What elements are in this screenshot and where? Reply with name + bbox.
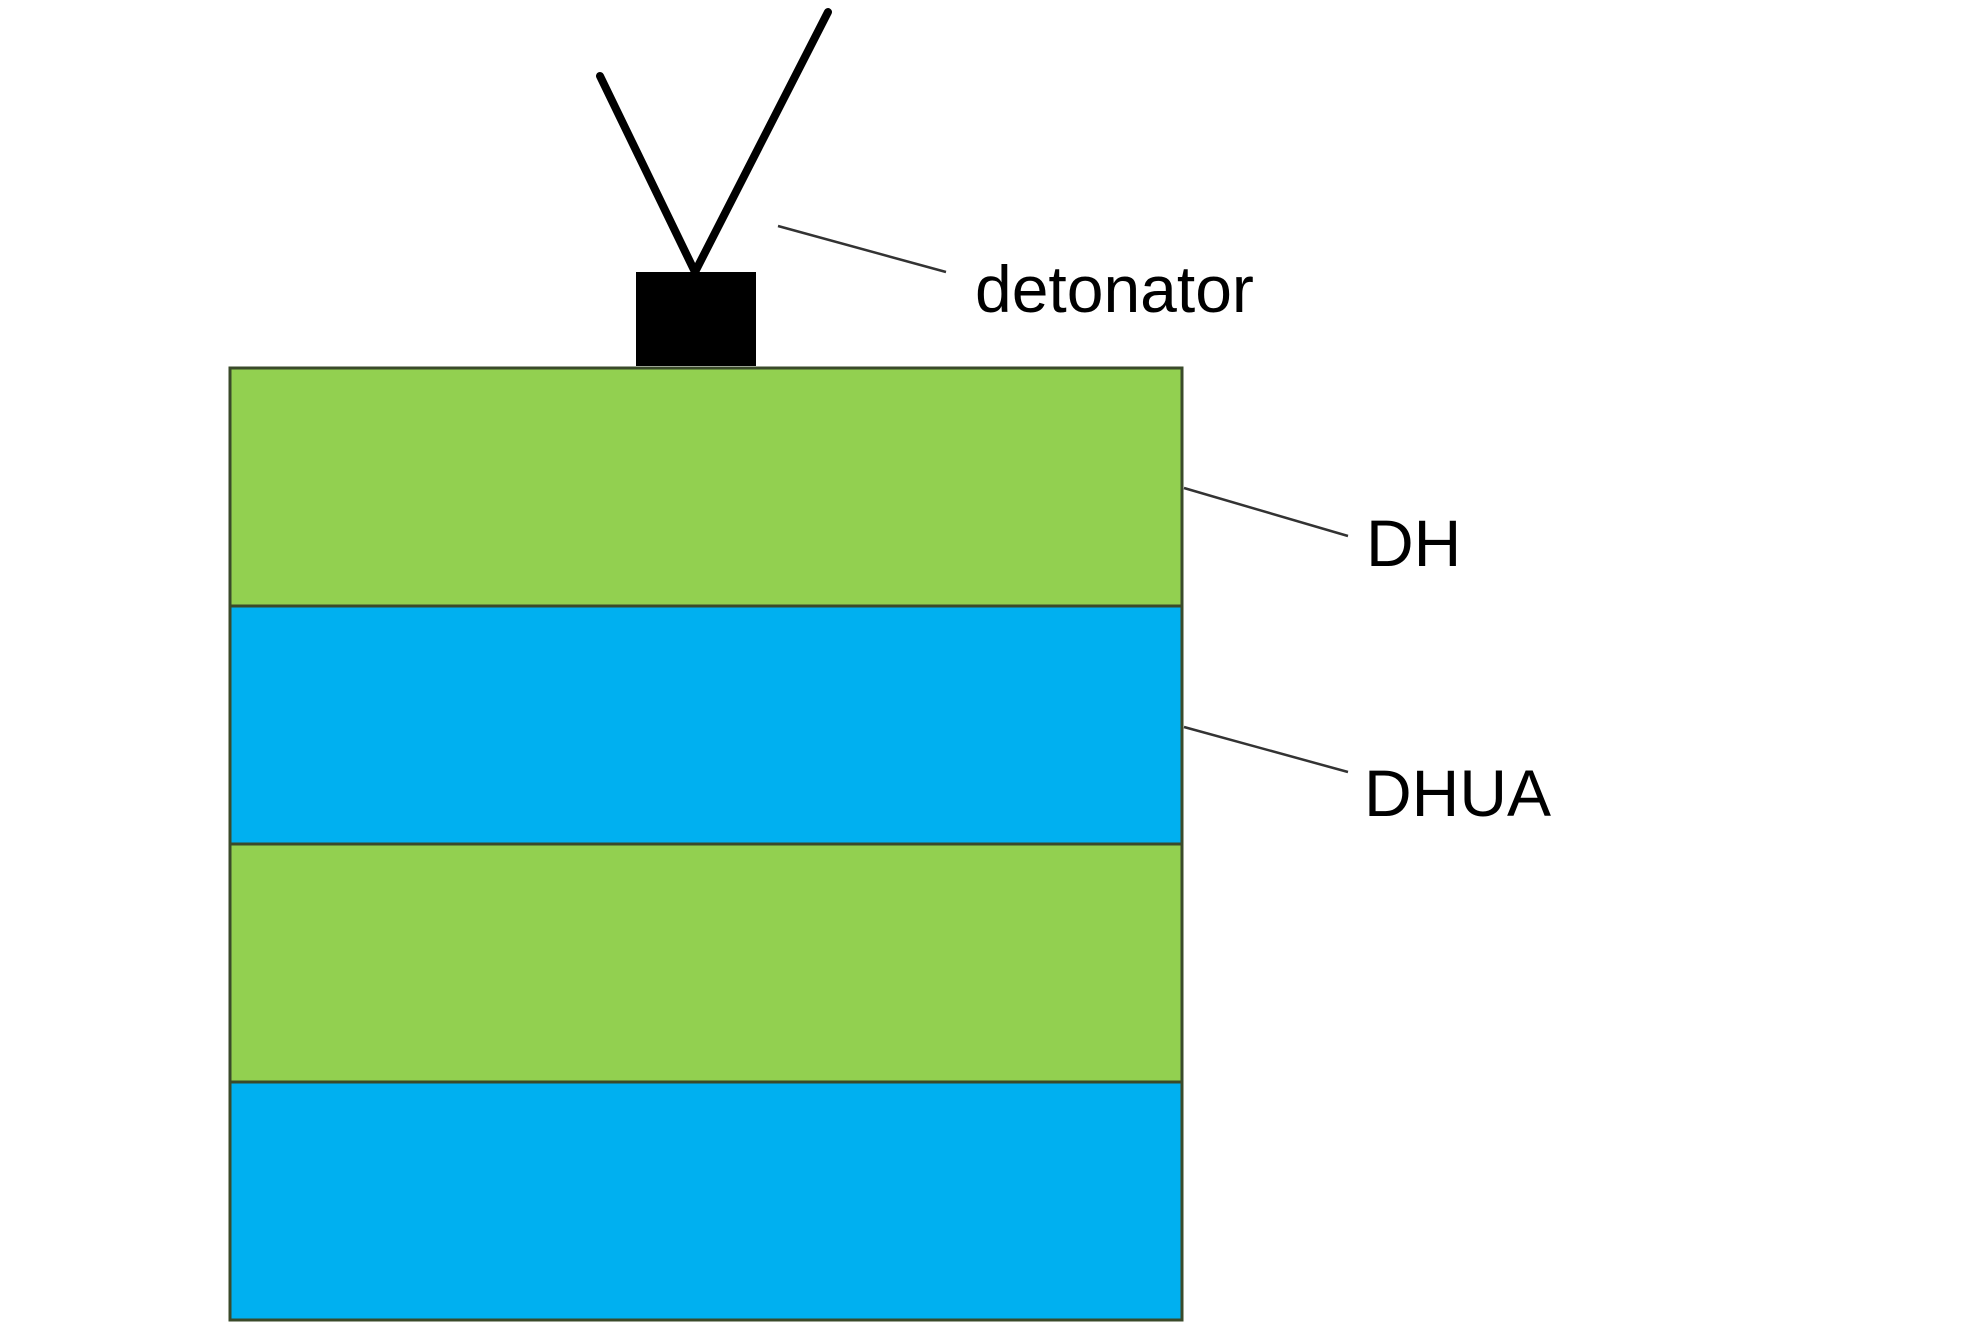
layer-stack bbox=[228, 366, 1184, 1322]
dh-leader-line bbox=[1183, 486, 1349, 538]
dhua-label: DHUA bbox=[1364, 756, 1551, 830]
detonator-block-icon bbox=[636, 272, 756, 366]
detonator-wires-icon bbox=[596, 8, 832, 276]
layer-dhua-1 bbox=[228, 604, 1184, 846]
layer-dhua-2 bbox=[228, 1080, 1184, 1322]
dh-label: DH bbox=[1366, 506, 1461, 580]
detonator-label: detonator bbox=[975, 252, 1254, 326]
dhua-leader-line bbox=[1183, 725, 1349, 774]
layer-dh-2 bbox=[228, 842, 1184, 1084]
layer-dh-1 bbox=[228, 366, 1184, 608]
detonator-leader-line bbox=[777, 224, 947, 274]
